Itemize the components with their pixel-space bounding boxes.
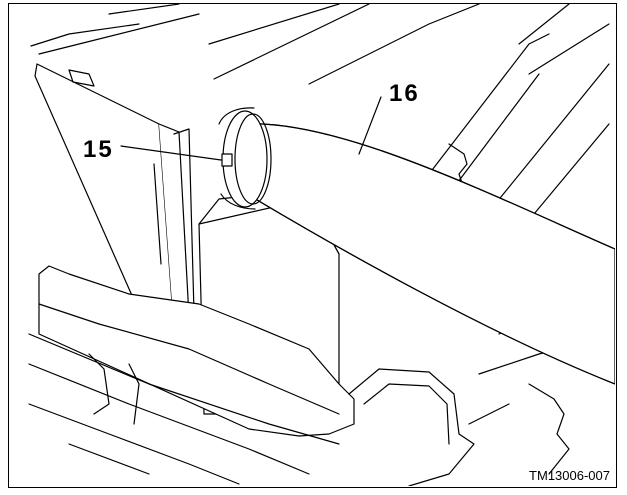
hose-clamp <box>218 107 272 210</box>
hose <box>243 123 615 385</box>
equipment-illustration <box>28 4 615 486</box>
callout-label-hose: 16 <box>389 80 420 107</box>
figure-frame: 15 16 TM13006-007 <box>8 3 617 488</box>
figure-code: TM13006-007 <box>529 468 610 483</box>
callout-label-clamp: 15 <box>83 136 114 163</box>
leader-lines <box>120 96 382 161</box>
lower-tray <box>28 265 355 485</box>
